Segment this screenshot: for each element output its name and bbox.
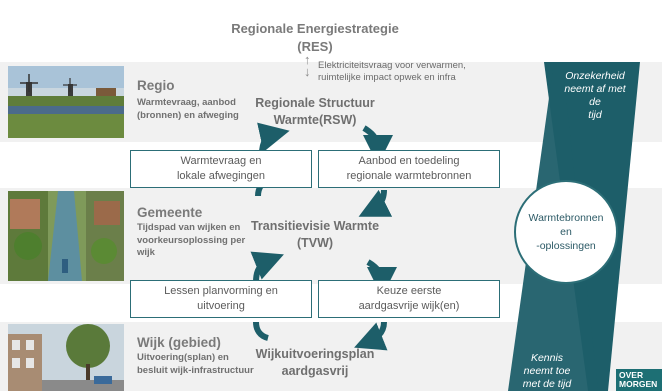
level-desc-gemeente-line3: wijk [137,247,155,258]
level-desc-regio-line1: Warmtevraag, aanbod [137,97,236,108]
level-desc-regio: Warmtevraag, aanbod (bronnen) en afwegin… [137,97,239,122]
res-note: Elektriciteitsvraag voor verwarmen, ruim… [318,60,466,84]
box-aanbod-line1: Aanbod en toedeling [358,155,460,167]
level-title-regio: Regio [137,78,175,93]
level-desc-gemeente: Tijdspad van wijken en voorkeursoplossin… [137,222,245,260]
arrow-right-top [362,125,393,165]
res-title-line2: (RES) [297,39,333,54]
node-tvw: Transitievisie Warmte (TVW) [230,218,400,252]
photo-regio [8,66,124,138]
box-keuze-line2: aardgasvrije wijk(en) [358,300,460,312]
arrow-right-mid [358,189,393,217]
up-down-arrow-icon: ↑↓ [304,52,311,79]
level-desc-wijk-line2: besluit wijk-infrastructuur [137,364,254,376]
res-note-line1: Elektriciteitsvraag voor verwarmen, [318,60,466,71]
banner-top-line3: de [589,96,601,108]
box-lessen: Lessen planvorming en uitvoering [130,280,312,318]
node-tvw-line1: Transitievisie Warmte [250,219,380,233]
box-lessen-line1: Lessen planvorming en [164,285,278,297]
res-title-line1: Regionale Energiestrategie [231,21,399,36]
arrow-right-bottom [354,321,388,351]
box-warmtevraag-line2: lokale afwegingen [176,170,266,182]
node-tvw-line2: (TVW) [296,236,334,250]
node-rsw: Regionale Structuur Warmte(RSW) [230,95,400,129]
banner-bottom-line2: neemt toe [523,365,571,377]
photo-gemeente [8,191,124,281]
box-keuze-line1: Keuze eerste [376,285,442,297]
node-wuvp: Wijkuitvoeringsplan aardgasvrij [230,346,400,380]
level-desc-wijk-line1: Uitvoering(splan) en [137,352,229,363]
node-rsw-line2: Warmte(RSW) [273,113,357,127]
box-keuze: Keuze eerste aardgasvrije wijk(en) [318,280,500,318]
circle-warmtebronnen: Warmtebronnen en -oplossingen [514,180,618,284]
circle-line2: en [560,226,572,238]
banner-bottom-line1: Kennis [530,352,564,364]
banner-bottom-line3: met de tijd [522,378,572,390]
node-wuvp-line2: aardgasvrij [281,364,349,378]
banner-top-line2: neemt af met [564,83,626,95]
node-wuvp-line1: Wijkuitvoeringsplan [255,347,375,361]
circle-line1: Warmtebronnen [528,212,604,224]
logo-line1: OVER [619,370,644,380]
level-desc-gemeente-line2: voorkeursoplossing per [137,234,246,246]
res-note-line2: ruimtelijke impact opwek en infra [318,72,456,83]
banner-top-line1: Onzekerheid [565,70,625,82]
level-desc-gemeente-line1: Tijdspad van wijken en [137,222,241,233]
overmorgen-logo: OVER MORGEN [616,369,662,391]
res-title: Regionale Energiestrategie (RES) [200,20,430,56]
box-warmtevraag: Warmtevraag en lokale afwegingen [130,150,312,188]
banner-top-text: Onzekerheid neemt af met de tijd [560,70,630,122]
box-warmtevraag-line1: Warmtevraag en [180,155,262,167]
logo-line2: MORGEN [619,379,658,389]
level-title-gemeente: Gemeente [137,205,203,220]
box-lessen-line2: uitvoering [197,300,245,312]
photo-wijk [8,324,124,391]
circle-line3: -oplossingen [536,240,596,252]
level-desc-regio-line2: (bronnen) en afweging [137,109,239,121]
box-aanbod-line2: regionale warmtebronnen [346,170,472,182]
node-rsw-line1: Regionale Structuur [255,96,375,110]
arrow-right-low [366,259,397,297]
box-aanbod: Aanbod en toedeling regionale warmtebron… [318,150,500,188]
arrow-left-low [250,251,284,283]
arrow-left-bottom [253,321,269,341]
level-title-wijk: Wijk (gebied) [137,335,221,350]
banner-top-line4: tijd [588,109,602,121]
level-desc-wijk: Uitvoering(splan) en besluit wijk-infras… [137,352,254,377]
banner-bottom-text: Kennis neemt toe met de tijd [512,352,582,391]
